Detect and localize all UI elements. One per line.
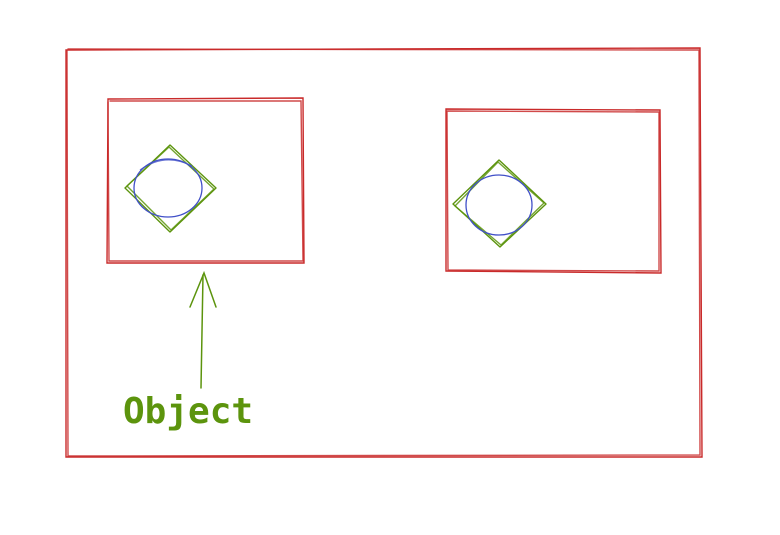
left-circle [133,158,203,218]
object-label: Object [123,391,253,432]
right-circle [465,174,533,236]
right-box [445,108,662,274]
pointer-arrow [189,270,217,389]
left-box [106,97,305,264]
outer-frame [65,47,703,458]
